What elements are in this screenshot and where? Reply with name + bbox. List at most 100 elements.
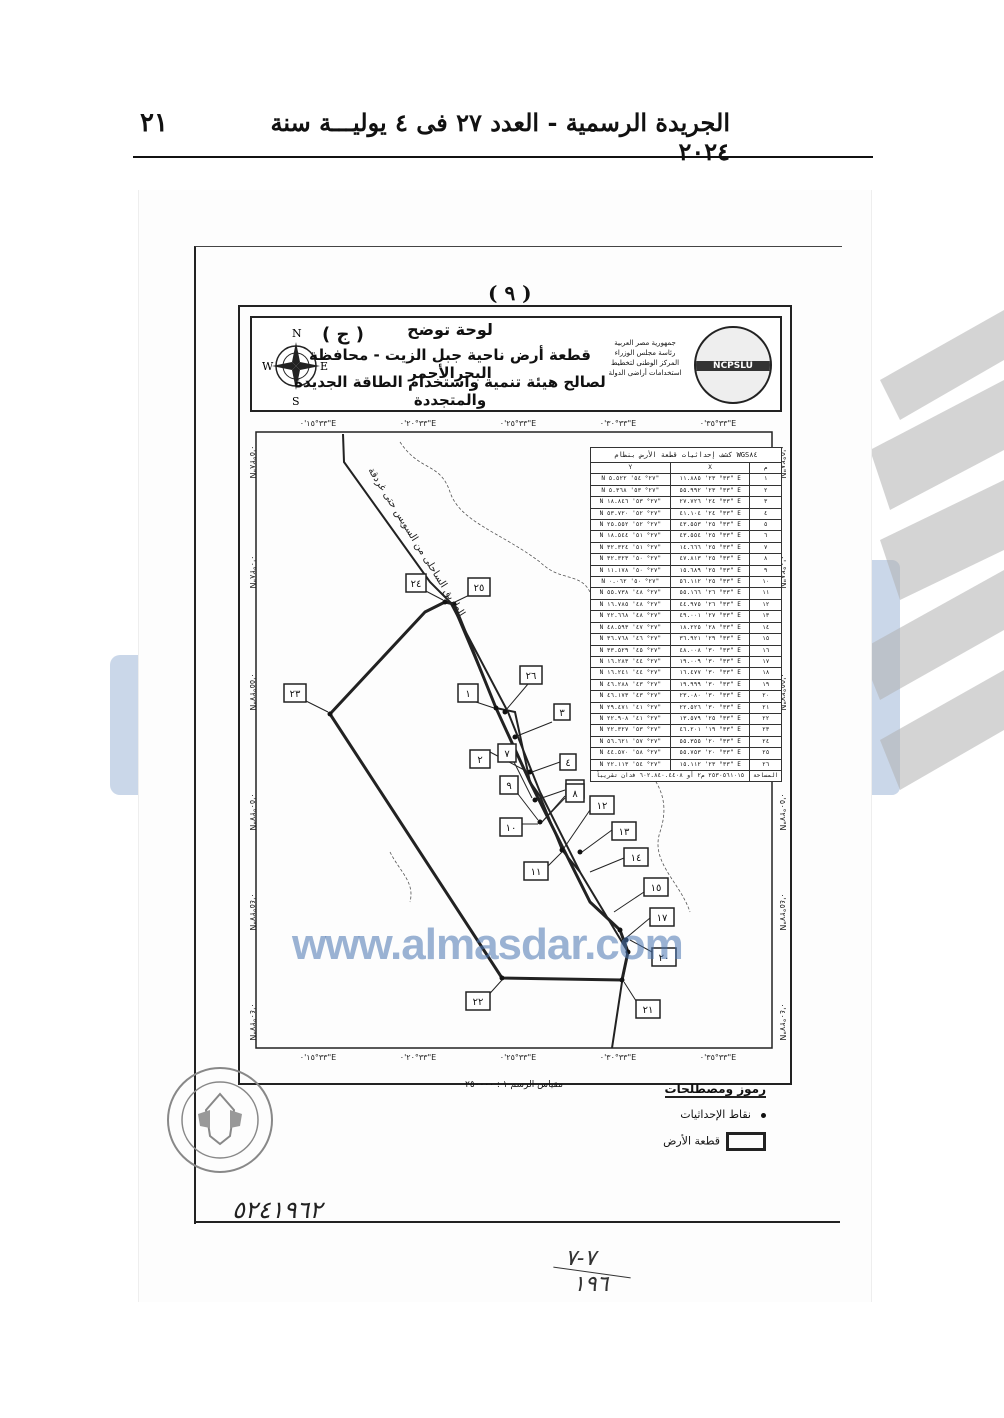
cell-y: N ٢٧° ٥٣' ٢٢.٣٢٧" <box>590 724 671 737</box>
cell-x: ٣٣° ٢٥' ٤٧.٨١٣" E <box>669 553 751 566</box>
handwritten-fraction-top: ٧-٧ <box>565 1246 597 1271</box>
cell-x: ٣٣° ٢٣' ١٥.١١٢" E <box>669 758 751 771</box>
cell-x: ٣٣° ٢٥' ١٣.٥٧٩" E <box>669 712 751 726</box>
axis-label-top: ٣٣°١٥'٠"E <box>300 419 336 428</box>
cell-y: N ٢٧° ٥١' ١٨.٥٤٤" <box>590 530 671 543</box>
cell-y: N ٢٧° ٤٨' ٥٥.٧٣٨" <box>590 587 671 600</box>
cell-x: ٣٣° ٣٠' ٤٨.٠٠٨" E <box>669 644 751 657</box>
cell-index: ١٣ <box>749 610 782 623</box>
compass-w-label: W <box>262 360 274 373</box>
cell-y: N ٢٧° ٥٠' ٠.٠٦٢" <box>590 576 671 589</box>
coordinates-table: كشف إحداثيات قطعة الأرض بنظام WGS٨٤ Y X … <box>589 447 782 783</box>
point-callout: ١٣ <box>581 821 637 853</box>
axis-label-bottom: ٣٣°٢٥'٠"E <box>500 1053 536 1062</box>
axis-label-right: ٢٧°٥٥'٠"N <box>778 673 787 710</box>
cell-index: ٢٥ <box>749 747 782 760</box>
cell-index: ٩ <box>749 564 782 578</box>
axis-label-bottom: ٣٣°٣٠'٠"E <box>600 1053 636 1062</box>
agency-logo: NCPSLU <box>694 326 772 404</box>
cell-x: ٣٣° ٣٠' ١٦.٤٧٧" E <box>669 667 751 680</box>
axis-label-top: ٣٣°٣٠'٠"E <box>600 419 636 428</box>
point-callout: ١ <box>457 683 495 709</box>
col-header-x: X <box>669 461 751 475</box>
cell-y: N ٢٧° ٥١' ٣٢.٣٢٤" <box>590 541 671 555</box>
gazette-header-title: الجريدة الرسمية - العدد ٢٧ فى ٤ يوليـــة… <box>270 108 731 166</box>
axis-label-right: ٢٨°٠'٠"N <box>778 555 787 588</box>
cell-index: ٤ <box>749 507 782 521</box>
svg-text:٢٤: ٢٤ <box>411 579 422 590</box>
cell-y: N ٢٧° ٤٤' ١٦.٢٨٣" <box>590 655 671 669</box>
point-callout: ١٧ <box>625 907 675 939</box>
cell-y: N ٢٧° ٤٣' ٤٦.٢٨٨" <box>590 678 671 692</box>
cell-index: ٣ <box>749 496 782 509</box>
cell-index: ١٦ <box>749 644 782 657</box>
svg-text:٩: ٩ <box>506 781 511 792</box>
cell-x: ٣٣° ٢٠' ٥٥.٧٥٣" E <box>669 747 751 760</box>
point-callout: ٤ <box>531 753 577 773</box>
point-callout: ١٢ <box>563 795 615 849</box>
cell-y: N ٢٧° ٥٢' ٢٥.٥٥٢" <box>590 519 671 532</box>
cell-y: N ٢٧° ٥٤' ٥.٥٢٢" <box>590 473 671 486</box>
cell-index: ١٤ <box>749 621 782 635</box>
watermark-corner-emblem <box>860 310 1004 790</box>
map-canvas: الطريق الساحلى من السويس حتى غردقة ٣٣°١٥… <box>248 419 787 1062</box>
cell-x: ٣٣° ٢٦' ٥٥.١٦٦" E <box>669 587 751 600</box>
svg-text:١٠: ١٠ <box>506 823 517 834</box>
point-callout: ٣ <box>516 703 571 737</box>
map-title-block: N S W E ( ج ) لوحة توضح قطعة أرض ناحية ج… <box>250 316 782 412</box>
cell-x: ٣٣° ٢٥' ٤٣.٥٥٤" E <box>669 530 751 543</box>
point-callout: ٢ <box>469 749 529 773</box>
title-line-1: لوحة توضح <box>407 320 493 339</box>
coordinate-points <box>327 599 631 983</box>
title-line-2: قطعة أرض ناحية جبل الزيت - محافظة البحرا… <box>308 346 591 382</box>
page-number: ٢١ <box>140 108 168 138</box>
cell-index: ٨ <box>749 553 782 566</box>
agency-text: جمهورية مصر العربية رئاسة مجلس الوزراء ا… <box>605 338 685 378</box>
annex-number: ( ٩ ) <box>488 281 532 305</box>
axis-label-bottom: ٣٣°٣٥'٠"E <box>700 1053 736 1062</box>
cell-y: N ٢٧° ٥٣' ١٨.٨٤٦" <box>590 496 671 509</box>
cell-y: N ٢٧° ٥٠' ١١.١٧٨" <box>590 564 671 578</box>
svg-text:١٥: ١٥ <box>651 883 662 894</box>
cell-y: N ٢٧° ٤٤' ١٦.٢٤١" <box>590 667 671 680</box>
cell-x: ٣٣° ٢٦' ٤٤.٩٧٥" E <box>669 598 751 612</box>
point-callout: ١٥ <box>613 877 669 913</box>
agency-text-line: جمهورية مصر العربية <box>614 339 676 347</box>
annex-letter: ( ج ) <box>322 324 364 345</box>
cell-index: ١٧ <box>749 655 782 669</box>
cell-y: N ٢٧° ٥٢' ٥٣.٧٢٠" <box>590 507 671 521</box>
cell-y: N ٢٧° ٤١' ٢٢.٩٠٨" <box>590 712 671 726</box>
svg-text:٣: ٣ <box>559 708 565 719</box>
table-area-row: ٢٥٣٠٥٦١٠١٥ م٢ أو ٦٠٢.٨٤٠.٤٤٠٨ فدان تقريب… <box>589 769 782 783</box>
watermark-url: www.almasdar.com <box>292 920 684 969</box>
cell-index: ٢١ <box>749 701 782 714</box>
cell-x: ٣٣° ٢٨' ١٨.٢٢٥" E <box>669 621 751 635</box>
compass-s-label: S <box>292 395 300 406</box>
cell-x: ٣٣° ٢٩' ٣٦.٩٢١" E <box>669 633 751 646</box>
coastline <box>639 761 691 913</box>
land-parcel-icon <box>726 1132 766 1151</box>
point-callout: ٧ <box>497 743 533 799</box>
handwritten-fraction-bottom: ١٩٦ <box>573 1272 609 1297</box>
agency-text-line: استخدامات أراضى الدولة <box>608 369 682 377</box>
cell-x: ٣٣° ٢٣' ٥٥.٩٩٢" E <box>669 484 751 498</box>
cell-index: ٢ <box>749 484 782 498</box>
cell-y: N ٢٧° ٤١' ٢٩.٤٧١" <box>590 701 671 714</box>
official-seal-stamp <box>167 1067 273 1173</box>
svg-text:٢٠: ٢٠ <box>659 953 670 964</box>
cell-y: N ٢٧° ٥٨' ٤٤.٥٧٠" <box>590 747 671 760</box>
map-frame <box>238 305 792 1085</box>
axis-label-left: ٢٨°٥'٠"N <box>248 445 257 478</box>
